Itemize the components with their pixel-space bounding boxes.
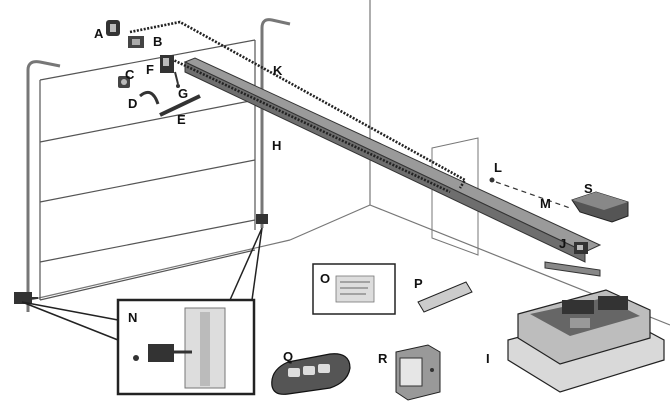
label-a: A <box>94 26 104 41</box>
label-b: B <box>153 34 162 49</box>
part-p-tag <box>417 281 473 313</box>
label-c: C <box>125 67 135 82</box>
chain-k <box>129 20 467 194</box>
label-r: R <box>378 351 388 366</box>
part-g-clip <box>174 71 180 88</box>
part-j-block <box>574 242 588 254</box>
label-e: E <box>177 112 186 127</box>
part-o-manual <box>312 263 396 315</box>
label-j: J <box>559 236 566 251</box>
label-n: N <box>128 310 137 325</box>
part-f-bracket <box>160 55 174 73</box>
label-g: G <box>178 86 188 101</box>
label-d: D <box>128 96 137 111</box>
part-q-remote <box>271 353 351 395</box>
part-s-mounting-plate <box>571 191 629 223</box>
part-e-straight-arm <box>159 94 201 117</box>
part-a-header-bracket <box>106 20 120 36</box>
wall-panel <box>431 137 479 256</box>
part-d-curved-arm <box>139 90 160 105</box>
letter-labels: A B C D E F G H I J K L M N O P Q R S <box>94 26 593 366</box>
label-p: P <box>414 276 423 291</box>
label-l: L <box>494 160 502 175</box>
label-f: F <box>146 62 154 77</box>
label-i: I <box>486 351 490 366</box>
label-m: M <box>540 196 551 211</box>
part-l-m-link <box>489 177 571 209</box>
safety-sensor-right <box>256 214 268 224</box>
part-i-motor-unit <box>507 289 665 393</box>
label-o: O <box>320 271 330 286</box>
label-k: K <box>273 63 283 78</box>
label-s: S <box>584 181 593 196</box>
garage-door <box>26 18 291 312</box>
rail-h <box>183 57 602 277</box>
label-q: Q <box>283 349 293 364</box>
part-r-wall-control <box>395 344 441 401</box>
callout-n <box>21 227 263 396</box>
part-b-trolley <box>128 36 144 48</box>
safety-sensor-left <box>14 292 38 304</box>
part-c-door-bracket <box>118 76 130 88</box>
label-h: H <box>272 138 281 153</box>
